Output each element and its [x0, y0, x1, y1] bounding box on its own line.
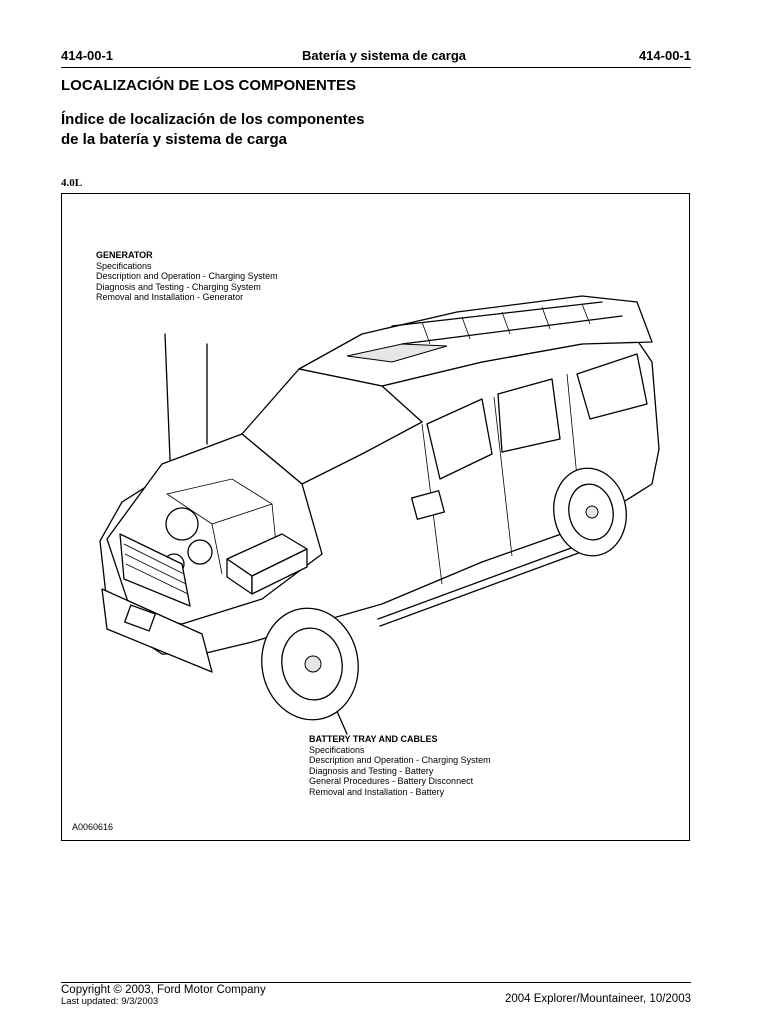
- side-mirror: [410, 490, 446, 520]
- footer-copyright: Copyright © 2003, Ford Motor Company: [61, 984, 266, 996]
- rear-quarter-window: [576, 353, 648, 420]
- engine-label: 4.0L: [61, 177, 83, 189]
- battery-callout-item: Removal and Installation - Battery: [309, 786, 445, 797]
- header-rule: [61, 67, 691, 68]
- battery-callout-item: General Procedures - Battery Disconnect: [309, 776, 474, 786]
- running-board: [377, 543, 585, 627]
- generator-callout-title: GENERATOR: [96, 250, 153, 260]
- battery-callout-item: Specifications: [309, 744, 365, 755]
- generator-callout-item: Description and Operation - Charging Sys…: [96, 271, 278, 281]
- generator-callout-item: Specifications: [96, 260, 152, 271]
- grille: [119, 533, 191, 607]
- vehicle-roof: [298, 295, 653, 387]
- battery-callout-item: Diagnosis and Testing - Battery: [309, 765, 434, 776]
- generator-callout: GENERATOR Specifications Description and…: [96, 250, 278, 303]
- header-section-title: Batería y sistema de carga: [301, 48, 467, 63]
- rear-door-window: [497, 378, 561, 453]
- index-title: Índice de localización de los componente…: [61, 111, 365, 148]
- footer-model: 2004 Explorer/Mountaineer, 10/2003: [504, 993, 691, 1005]
- battery-callout-title: BATTERY TRAY AND CABLES: [309, 734, 438, 744]
- battery-callout-item: Description and Operation - Charging Sys…: [309, 755, 491, 765]
- header-page-number-right: 414-00-1: [638, 48, 691, 63]
- front-door-window: [426, 398, 493, 480]
- sunroof: [346, 343, 448, 363]
- battery-callout: BATTERY TRAY AND CABLES Specifications D…: [309, 734, 491, 797]
- figure-id: A0060616: [72, 822, 114, 832]
- section-title: LOCALIZACIÓN DE LOS COMPONENTES: [61, 77, 357, 94]
- component-location-figure: GENERATOR Specifications Description and…: [61, 193, 690, 841]
- generator-callout-item: Removal and Installation - Generator: [96, 292, 244, 302]
- generator-callout-item: Diagnosis and Testing - Charging System: [96, 281, 261, 292]
- suv-illustration: [99, 295, 660, 735]
- header-page-number-left: 414-00-1: [61, 48, 114, 63]
- roof-rack: [391, 301, 623, 345]
- license-plate: [124, 604, 156, 632]
- footer-last-updated: Last updated: 9/3/2003: [61, 996, 159, 1007]
- footer-copyright-block: Copyright © 2003, Ford Motor Company Las…: [61, 984, 266, 1007]
- footer-rule: [61, 982, 691, 983]
